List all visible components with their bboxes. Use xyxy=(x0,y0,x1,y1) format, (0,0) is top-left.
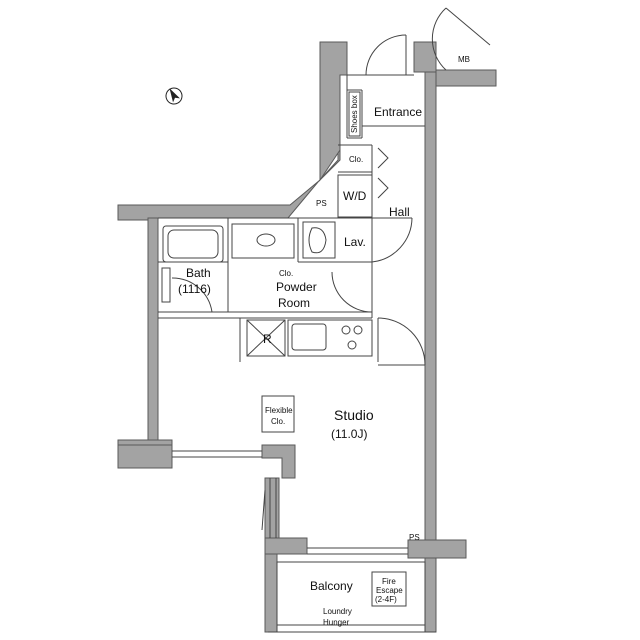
label-flexible-1: Flexible xyxy=(265,406,293,415)
label-flexible-2: Clo. xyxy=(271,417,285,426)
label-ps-lower: PS xyxy=(409,533,420,542)
label-shoes-box: Shoes box xyxy=(350,95,359,133)
label-balcony: Balcony xyxy=(310,579,353,593)
label-entrance: Entrance xyxy=(374,105,422,119)
label-laundry-1: Loundry xyxy=(323,607,352,616)
label-laundry-2: Hunger xyxy=(323,618,350,627)
label-ps-upper: PS xyxy=(316,199,327,208)
label-powder-1: Powder xyxy=(276,280,317,294)
label-closet-lower: Clo. xyxy=(279,269,293,278)
label-wd: W/D xyxy=(343,189,367,203)
walls xyxy=(117,41,497,633)
label-fire-3: (2-4F) xyxy=(375,595,397,604)
label-lav: Lav. xyxy=(344,235,366,249)
label-closet-upper: Clo. xyxy=(349,155,363,164)
label-bath-size: (1116) xyxy=(178,282,211,296)
label-bath: Bath xyxy=(186,266,211,280)
north-arrow-icon xyxy=(165,87,183,105)
label-fire-2: Escape xyxy=(376,586,403,595)
label-hall: Hall xyxy=(389,205,410,219)
label-powder-2: Room xyxy=(278,296,310,310)
label-mb: MB xyxy=(458,55,470,64)
label-studio: Studio xyxy=(334,407,374,423)
label-refrigerator: R xyxy=(263,332,272,346)
room-labels: Entrance Shoes box MB Clo. W/D PS Hall L… xyxy=(178,55,470,627)
label-studio-size: (11.0J) xyxy=(331,427,367,441)
fixtures xyxy=(161,91,407,607)
label-fire-1: Fire xyxy=(382,577,396,586)
doors xyxy=(171,7,491,531)
